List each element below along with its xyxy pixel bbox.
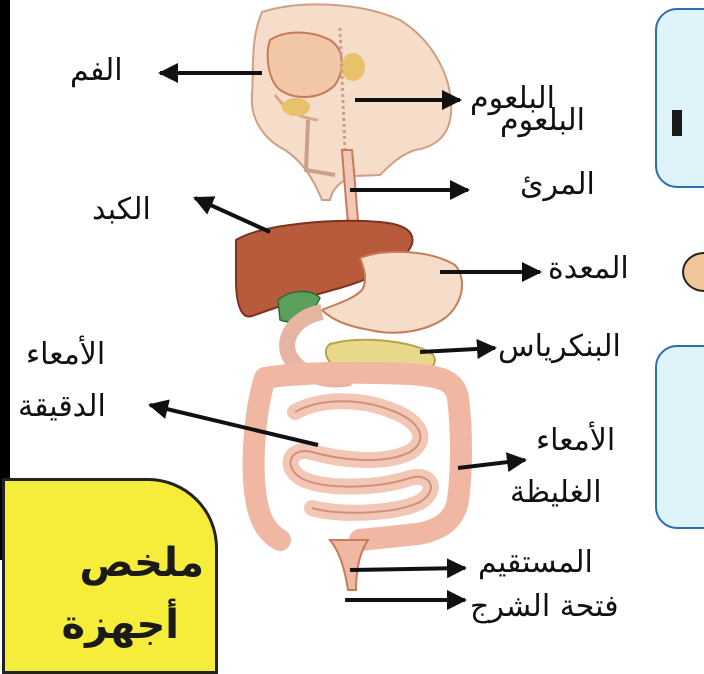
small-intestine-organ xyxy=(291,401,431,513)
label-liver: الكبد xyxy=(92,195,151,225)
label-pancreas: البنكرياس xyxy=(498,332,621,362)
label-mouth: الفم xyxy=(70,56,123,86)
banner-line2: أجهزة xyxy=(62,602,179,648)
label-small-intestine-line2: الدقيقة xyxy=(18,392,106,422)
label-esophagus: المرئ xyxy=(520,170,595,200)
label-large-intestine-line2: الغليظة xyxy=(510,478,602,508)
label-anus: فتحة الشرج xyxy=(470,592,619,622)
rectum-organ xyxy=(330,540,368,590)
banner-line1: ملخص xyxy=(80,540,205,586)
label-pharynx-echo: البلعوم xyxy=(500,106,585,136)
label-small-intestine-line1: الأمعاء xyxy=(26,340,105,370)
digestive-system-diagram: الفم البلعوم البلعوم المرئ الكبد المعدة … xyxy=(0,0,704,635)
label-large-intestine-line1: الأمعاء xyxy=(536,426,615,456)
label-rectum: المستقيم xyxy=(478,548,593,578)
label-stomach: المعدة xyxy=(548,254,629,284)
